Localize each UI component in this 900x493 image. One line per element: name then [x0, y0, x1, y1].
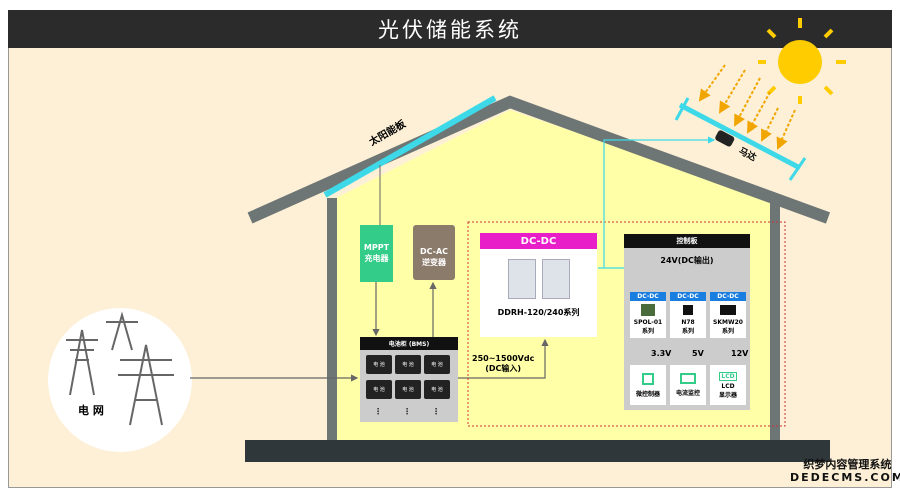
sun-rays	[698, 64, 796, 150]
voltage-label: 5V	[692, 349, 704, 358]
house-roof	[247, 95, 831, 224]
chip-icon	[720, 305, 736, 315]
grid-label: 电 网	[78, 404, 104, 417]
house-wall-right	[770, 198, 780, 440]
battery-cabinet: 电池柜 (BMS) 电 池 电 池 电 池 电 池 电 池 电 池 ⋮ ⋮ ⋮	[360, 337, 458, 422]
monitor-icon	[680, 373, 696, 384]
power-tower-icon	[66, 311, 174, 426]
grid-circle	[48, 308, 192, 452]
battery-cell: 电 池	[424, 355, 450, 374]
battery-cell: 电 池	[366, 380, 392, 399]
dcdc-product-image	[507, 259, 570, 299]
sun-icon	[758, 18, 846, 104]
dcdc-region	[467, 221, 786, 427]
house-wall-left	[327, 198, 337, 440]
battery-cell: 电 池	[424, 380, 450, 399]
solar-panel-left	[323, 95, 497, 198]
lcd-icon: LCD	[719, 371, 737, 381]
house-base	[245, 440, 830, 462]
solar-panel-right	[674, 97, 807, 181]
voltage-label: 12V	[731, 349, 749, 358]
load-current-monitor: 电流监控	[670, 365, 706, 405]
chip-icon	[641, 304, 655, 316]
chip-icon	[683, 305, 693, 315]
battery-cabinet-title: 电池柜 (BMS)	[360, 337, 458, 350]
title-bar: 光伏储能系统	[8, 10, 892, 48]
dc-input-label: 250~1500Vdc(DC输入)	[472, 354, 535, 373]
battery-cell: 电 池	[395, 380, 421, 399]
page-title: 光伏储能系统	[378, 18, 522, 42]
battery-cell: 电 池	[395, 355, 421, 374]
voltage-label: 3.3V	[651, 349, 672, 358]
motor-icon	[715, 130, 735, 147]
dcdc-module: DC-DC DDRH-120/240系列	[480, 233, 597, 337]
load-microcontroller: 微控制器	[630, 365, 666, 405]
cpu-icon	[642, 372, 654, 385]
battery-cell: 电 池	[366, 355, 392, 374]
